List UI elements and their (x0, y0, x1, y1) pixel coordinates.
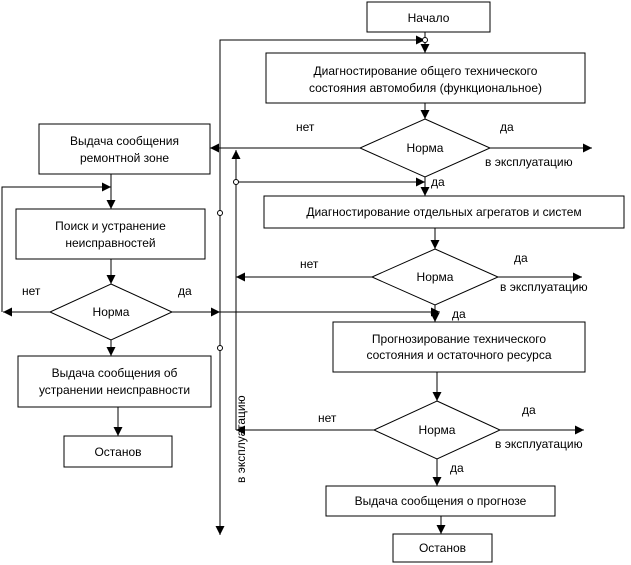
svg-text:Останов: Останов (419, 541, 466, 555)
decision-norm-3: Норма (372, 400, 502, 460)
label-operation-2: в эксплуатацию (500, 280, 588, 294)
repair-message-box: Выдача сообщения ремонтной зоне (38, 123, 211, 175)
junction-dot (217, 345, 223, 351)
svg-text:неисправностей: неисправностей (65, 236, 155, 250)
junction-dot (233, 179, 239, 185)
search-fix-box: Поиск и устранение неисправностей (15, 208, 206, 260)
junction-dot (217, 210, 223, 216)
connectors (1, 32, 592, 535)
svg-text:устранении неисправности: устранении неисправности (39, 383, 190, 397)
fixed-message-box: Выдача сообщения об устранении неисправн… (17, 355, 212, 408)
svg-text:Выдача сообщения о прогнозе: Выдача сообщения о прогнозе (355, 494, 527, 508)
label-no-left: нет (22, 284, 41, 298)
forecast-message-box: Выдача сообщения о прогнозе (325, 485, 556, 517)
svg-text:Выдача сообщения об: Выдача сообщения об (52, 366, 178, 380)
decision-norm-1: Норма (358, 118, 492, 178)
junction-dot (422, 37, 428, 43)
decision-norm-left: Норма (48, 283, 174, 341)
label-yes-3: да (522, 403, 536, 417)
label-yes-1-down: да (431, 175, 445, 189)
label-yes-3-down: да (450, 461, 464, 475)
label-yes-1: да (500, 120, 514, 134)
svg-text:Норма: Норма (407, 141, 444, 155)
label-no-2: нет (300, 257, 319, 271)
label-operation-1: в эксплуатацию (485, 155, 573, 169)
label-yes-2: да (514, 251, 528, 265)
svg-text:Поиск и устранение: Поиск и устранение (55, 219, 166, 233)
label-operation-vertical: в эксплуатацию (234, 395, 248, 483)
svg-text:состояния и остаточного ресурс: состояния и остаточного ресурса (367, 348, 552, 362)
label-yes-left: да (178, 284, 192, 298)
label-operation-3: в эксплуатацию (495, 437, 583, 451)
svg-text:Норма: Норма (93, 305, 130, 319)
svg-text:состояния автомобиля (функцион: состояния автомобиля (функциональное) (309, 81, 542, 95)
svg-text:Диагностирование общего технич: Диагностирование общего технического (314, 64, 538, 78)
units-diagnostics-box: Диагностирование отдельных агрегатов и с… (263, 195, 625, 229)
start-box: Начало (366, 1, 491, 33)
svg-text:Выдача сообщения: Выдача сообщения (70, 134, 179, 148)
label-yes-2-down: да (452, 307, 466, 321)
decision-norm-2: Норма (370, 248, 500, 306)
svg-text:Норма: Норма (417, 270, 454, 284)
svg-text:Диагностирование отдельных агр: Диагностирование отдельных агрегатов и с… (306, 205, 581, 219)
svg-text:ремонтной зоне: ремонтной зоне (80, 151, 169, 165)
general-diagnostics-box: Диагностирование общего технического сос… (265, 52, 586, 104)
svg-text:Останов: Останов (94, 445, 141, 459)
label-no-3: нет (318, 411, 337, 425)
stop-box-left: Останов (63, 435, 173, 468)
svg-text:Норма: Норма (419, 423, 456, 437)
svg-text:Начало: Начало (408, 11, 450, 25)
svg-text:Прогнозирование технического: Прогнозирование технического (372, 332, 547, 346)
label-no-1: нет (296, 120, 315, 134)
forecast-box: Прогнозирование технического состояния и… (332, 321, 586, 373)
stop-box-right: Останов (392, 533, 493, 563)
